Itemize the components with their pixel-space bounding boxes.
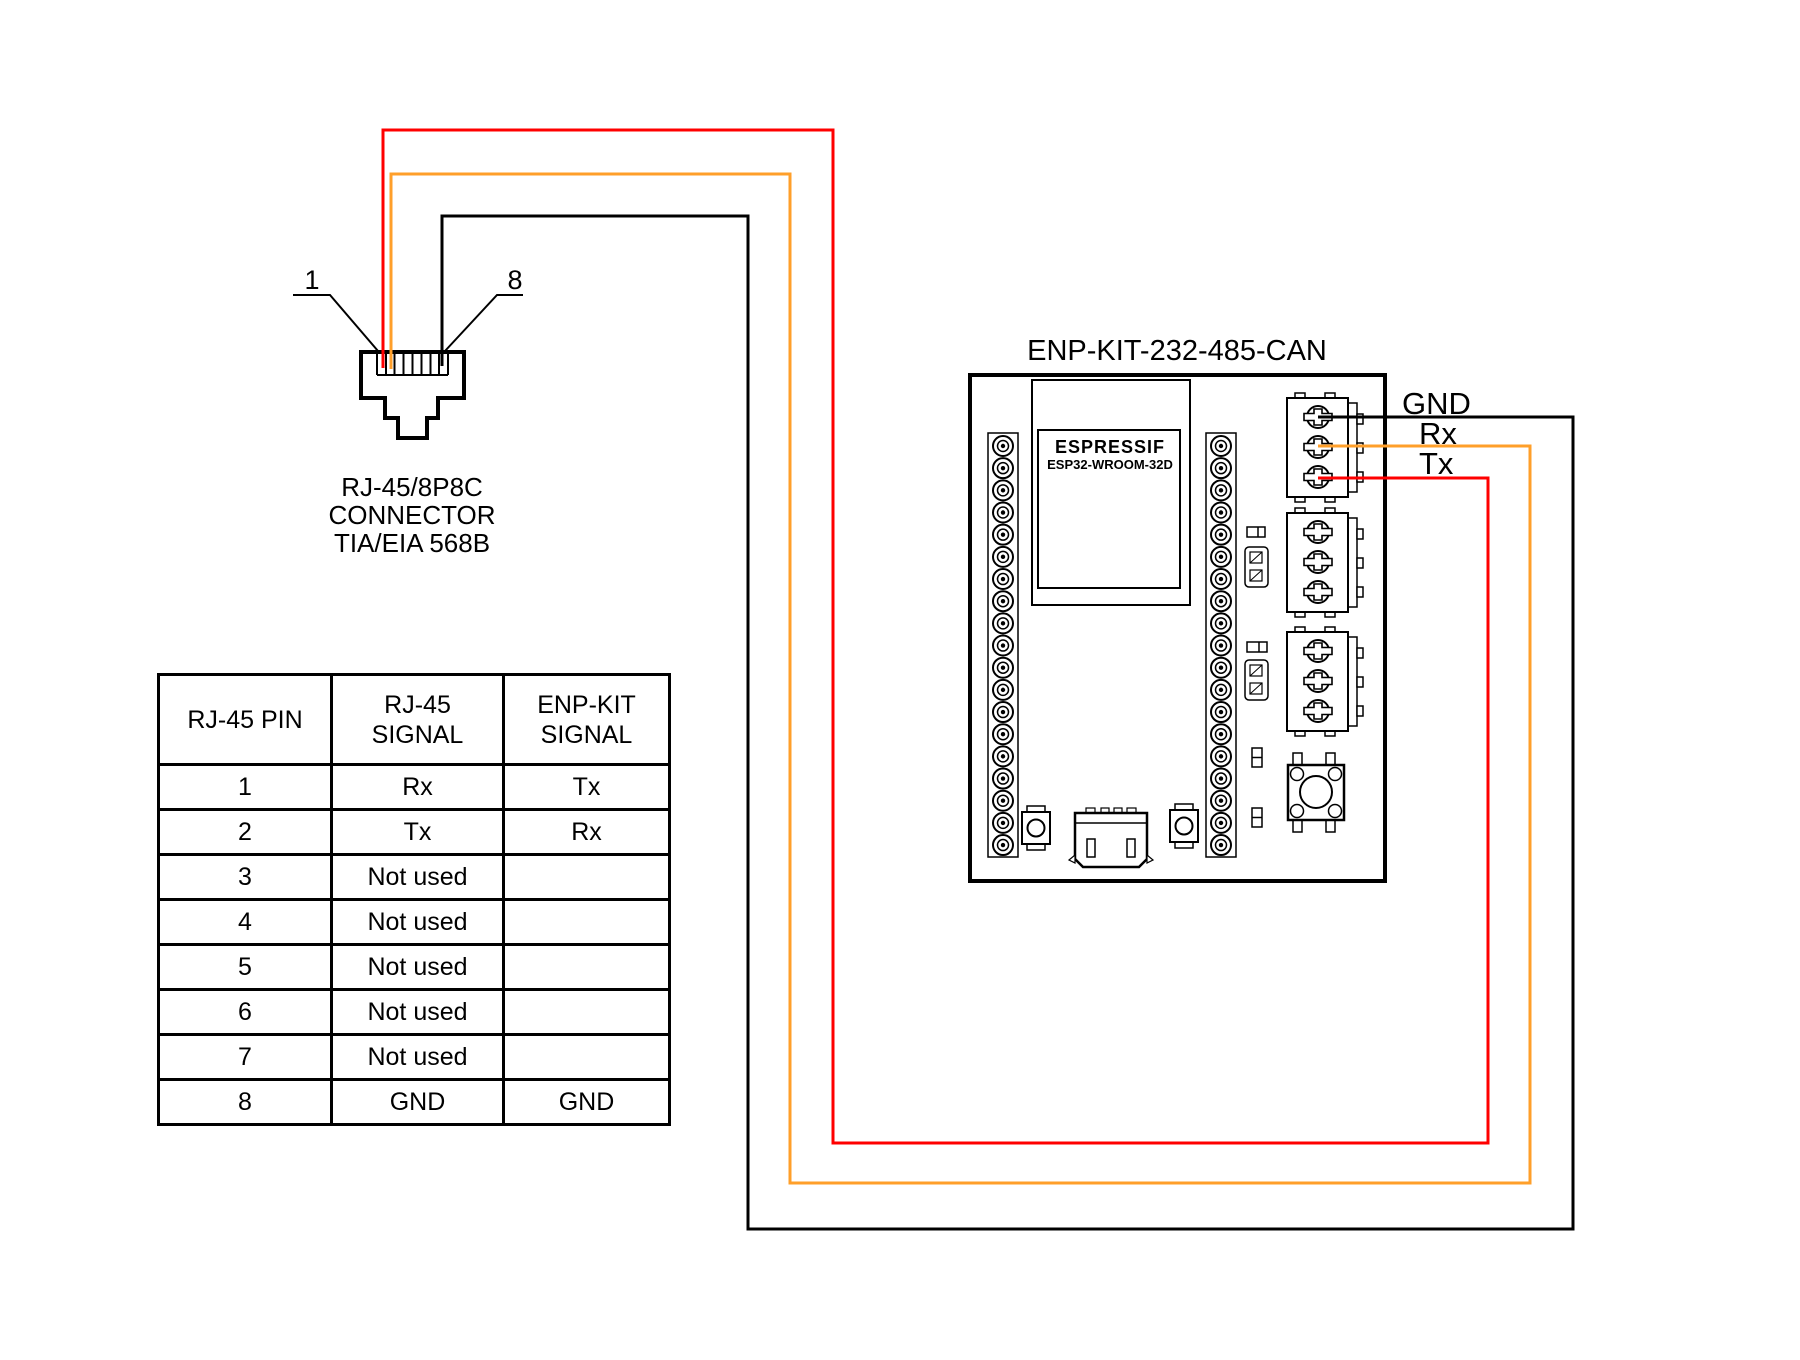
- rj45-connector: 1 8 RJ-45/8P8C CONNECTOR TIA/EIA 568B: [293, 265, 523, 558]
- left-pin-column: [992, 435, 1014, 857]
- table-row: 1 Rx Tx: [157, 763, 671, 811]
- rj45-pin-comb: [376, 352, 449, 376]
- module-shield-outline: [1037, 429, 1181, 589]
- connector-caption-line1: RJ-45/8P8C: [341, 472, 483, 502]
- right-pin-column: [1210, 435, 1232, 857]
- user-button: [1286, 752, 1346, 833]
- table-cell: Not used: [330, 853, 505, 901]
- tx-wire-red: [381, 128, 1490, 1145]
- table-header: RJ-45 SIGNAL: [330, 673, 505, 766]
- table-cell: [502, 988, 671, 1036]
- table-row: 5 Not used: [157, 943, 671, 991]
- table-row: 4 Not used: [157, 898, 671, 946]
- rx-label: Rx: [1419, 416, 1457, 451]
- table-row: 6 Not used: [157, 988, 671, 1036]
- table-cell: 3: [157, 853, 333, 901]
- passive-components: [1244, 526, 1269, 828]
- table-cell: 1: [157, 763, 333, 811]
- wires: [381, 128, 1575, 1231]
- table-row: 7 Not used: [157, 1033, 671, 1081]
- table-cell: Rx: [502, 808, 671, 856]
- table-cell: [502, 943, 671, 991]
- pin8-leader-line: [444, 294, 523, 352]
- table-cell: Tx: [502, 763, 671, 811]
- boot-button: [1169, 803, 1199, 849]
- table-cell: 5: [157, 943, 333, 991]
- pin8-label: 8: [507, 265, 522, 295]
- pin-mapping-table: RJ-45 PIN RJ-45 SIGNAL ENP-KIT SIGNAL 1 …: [157, 673, 671, 1126]
- table-row: 8 GND GND: [157, 1078, 671, 1126]
- table-cell: Rx: [330, 763, 505, 811]
- connector-caption-line3: TIA/EIA 568B: [334, 528, 490, 558]
- table-row: 2 Tx Rx: [157, 808, 671, 856]
- table-cell: GND: [330, 1078, 505, 1126]
- module-brand: ESPRESSIF: [1055, 437, 1165, 457]
- table-cell: Tx: [330, 808, 505, 856]
- table-header: RJ-45 PIN: [157, 673, 333, 766]
- pin1-label: 1: [304, 265, 319, 295]
- table-cell: [502, 898, 671, 946]
- connector-caption-line2: CONNECTOR: [328, 500, 495, 530]
- gnd-label: GND: [1402, 386, 1471, 421]
- usb-connector: [1067, 807, 1155, 869]
- table-cell: Not used: [330, 943, 505, 991]
- table-header: ENP-KIT SIGNAL: [502, 673, 671, 766]
- pin1-leader-line: [293, 294, 379, 352]
- table-header-row: RJ-45 PIN RJ-45 SIGNAL ENP-KIT SIGNAL: [157, 673, 671, 766]
- table-cell: [502, 853, 671, 901]
- table-cell: Not used: [330, 1033, 505, 1081]
- terminal-block-3: [1287, 627, 1363, 736]
- table-cell: [502, 1033, 671, 1081]
- table-cell: 7: [157, 1033, 333, 1081]
- board-title: ENP-KIT-232-485-CAN: [1027, 335, 1327, 367]
- table-cell: Not used: [330, 898, 505, 946]
- module-model: ESP32-WROOM-32D: [1047, 457, 1173, 472]
- table-cell: GND: [502, 1078, 671, 1126]
- esp32-module: ESPRESSIF ESP32-WROOM-32D: [1031, 379, 1191, 606]
- enp-kit-board: ENP-KIT-232-485-CAN ESPRESSIF ESP32-WROO…: [968, 335, 1387, 883]
- table-cell: 2: [157, 808, 333, 856]
- table-cell: 4: [157, 898, 333, 946]
- table-cell: 6: [157, 988, 333, 1036]
- table-row: 3 Not used: [157, 853, 671, 901]
- tx-label: Tx: [1419, 446, 1454, 481]
- table-cell: Not used: [330, 988, 505, 1036]
- terminal-block-2: [1287, 508, 1363, 617]
- gnd-wire-black: [440, 214, 1575, 1231]
- table-cell: 8: [157, 1078, 333, 1126]
- rx-wire-orange: [389, 172, 1532, 1185]
- reset-button: [1021, 805, 1051, 851]
